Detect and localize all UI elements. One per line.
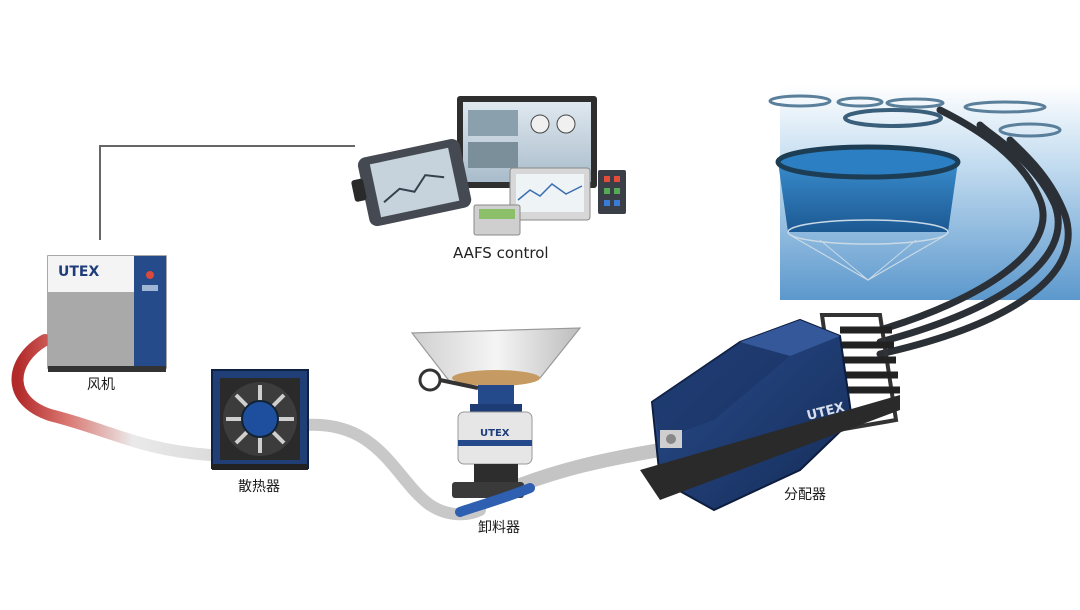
fish-farm-scene [768,85,1080,300]
control-signal-line [99,145,355,240]
cooler-unit [211,369,309,470]
doser-label: 卸料器 [478,520,520,536]
blower-logo: UTEX [58,264,99,280]
control-label: AAFS control [453,244,549,262]
control-devices [351,96,626,236]
distributor-unit: UTEX [640,313,900,512]
blower-label: 风机 [87,377,115,393]
cooler-label: 散热器 [238,479,280,495]
air-hose-cool [299,418,486,521]
doser-unit: UTEX [410,327,582,517]
blower-unit: UTEX [47,255,167,372]
distributor-label: 分配器 [784,487,826,503]
air-hose-hot [11,334,216,461]
doser-logo: UTEX [480,428,510,439]
feed-hose [513,443,667,492]
feeding-pipes [876,106,1072,358]
